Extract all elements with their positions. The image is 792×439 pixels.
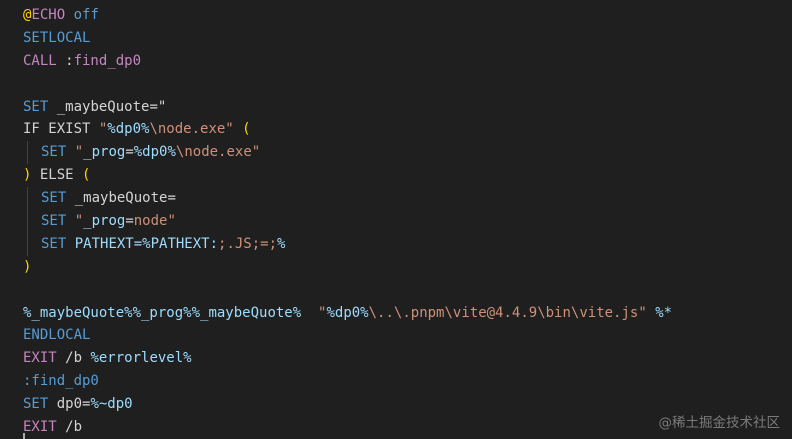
code-line[interactable]: ENDLOCAL [23,324,672,347]
code-line[interactable]: %_maybeQuote%%_prog%%_maybeQuote% "%dp0%… [23,302,672,325]
code-token: %_maybeQuote% [191,304,302,321]
code-token: : [56,52,74,69]
code-token: _maybeQuote= [66,190,176,207]
code-token: dp0= [48,396,91,413]
watermark: @稀土掘金技术社区 [658,415,781,431]
code-token: SET [41,190,67,207]
code-token: :find_dp0 [23,373,99,390]
code-line[interactable]: @ECHO off [23,4,672,27]
code-line[interactable]: IF EXIST "%dp0%\node.exe" ( [23,118,672,141]
code-token: /b [56,350,91,367]
code-token: %~dp0 [90,396,133,413]
code-token: %_prog% [132,304,192,321]
code-token: _maybeQuote=" [48,98,167,115]
code-line[interactable]: :find_dp0 [23,370,672,393]
code-token: IF EXIST [23,121,99,138]
code-token: off [65,7,99,23]
code-line[interactable] [23,279,672,302]
code-token: EXIT [23,350,57,367]
code-token: ;.JS;=; [218,235,278,252]
text-cursor [23,433,25,439]
code-line[interactable]: EXIT /b %errorlevel% [23,347,672,370]
code-token: " [98,121,108,138]
code-token: ( [82,167,91,184]
code-token: %dp0% [326,304,369,321]
code-line[interactable]: SET _maybeQuote=" [23,96,672,119]
code-line[interactable]: ) [23,256,672,279]
code-line[interactable]: SET PATHEXT=%PATHEXT:;.JS;=;% [23,232,672,256]
indent-guide [27,141,28,165]
code-token: ( [233,121,251,138]
code-token: CALL [23,52,57,69]
code-token: %errorlevel% [90,350,192,367]
code-token: %_maybeQuote% [23,304,133,321]
code-line[interactable]: SET _maybeQuote= [23,187,672,211]
code-token: ELSE [31,167,83,184]
code-line[interactable]: ) ELSE ( [23,164,672,187]
indent-guide [27,187,28,211]
code-token: " [301,304,327,321]
code-token: \..\.pnpm\vite@4.4.9\bin\vite.js" [368,304,647,321]
code-line[interactable]: EXIT /b [23,416,672,439]
indent-guide [27,210,28,233]
code-token: SET [41,235,67,252]
code-token: ) [23,258,32,275]
indent-guide [27,232,28,256]
code-token: \node.exe" [149,121,234,138]
code-token: node" [133,213,176,230]
code-token: = [125,144,134,161]
code-token: ECHO [31,7,66,23]
code-token: %* [646,304,673,321]
code-token: SET [23,98,49,115]
code-token: %dp0% [133,144,176,161]
code-token: _prog [83,213,126,230]
code-line[interactable]: CALL :find_dp0 [23,50,672,73]
code-token: ENDLOCAL [23,327,91,344]
code-token: " [66,144,84,161]
code-line[interactable]: SET dp0=%~dp0 [23,393,672,416]
code-token: ) [23,167,32,184]
code-token: \node.exe" [175,144,261,161]
code-line[interactable]: SETLOCAL [23,27,672,50]
code-token: @ [23,7,32,23]
code-token: %dp0% [107,121,150,138]
code-token: " [66,213,84,230]
code-token: /b [56,419,83,436]
code-token: SET [41,144,67,161]
code-line[interactable]: SET "_prog=%dp0%\node.exe" [23,141,672,165]
code-token: PATHEXT= [66,235,143,252]
code-token: _prog [83,144,126,161]
code-token: %PATHEXT: [142,235,219,252]
code-token: % [277,235,286,252]
code-line[interactable]: SET "_prog=node" [23,210,672,233]
code-token: SET [41,213,67,230]
code-line[interactable] [23,73,672,96]
code-token: SET [23,396,49,413]
code-token: = [125,213,134,230]
code-token: SETLOCAL [23,29,91,46]
code-token: EXIT [23,419,57,436]
code-token: find_dp0 [73,52,142,69]
